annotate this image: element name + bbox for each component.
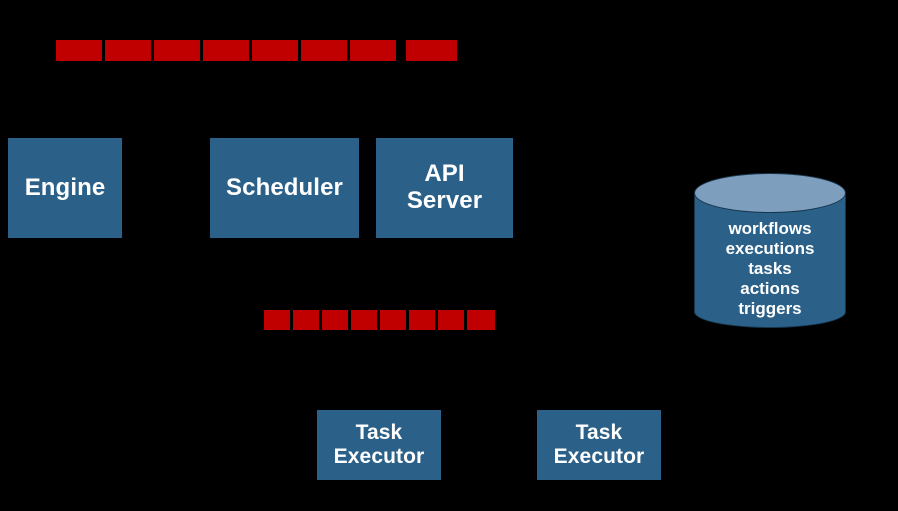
database-table-list: workflowsexecutionstasksactionstriggers [694,219,846,319]
redaction-segment [203,40,249,61]
redaction-segment [56,40,102,61]
node-label: Engine [25,175,106,202]
node-label: Scheduler [226,175,343,202]
redaction-segment [350,40,396,61]
redaction-segment [154,40,200,61]
node-label: Task Executor [334,421,425,468]
database-table-name: tasks [694,259,846,279]
database-table-name: executions [694,239,846,259]
redaction-gap [396,40,406,61]
database-table-name: actions [694,279,846,299]
node-task-executor-1[interactable]: Task Executor [317,410,441,480]
node-scheduler[interactable]: Scheduler [210,138,359,238]
node-task-executor-2[interactable]: Task Executor [537,410,661,480]
redaction-segment [105,40,151,61]
redaction-segment [293,310,319,330]
database-cylinder: workflowsexecutionstasksactionstriggers [694,173,846,328]
redaction-segment [467,310,495,330]
redaction-segment [264,310,290,330]
redaction-segment [438,310,464,330]
redaction-segment [322,310,348,330]
redaction-segment [301,40,347,61]
redacted-title-bar [56,40,457,61]
redaction-segment [351,310,377,330]
database-table-name: triggers [694,299,846,319]
redaction-segment [409,310,435,330]
redaction-segment [252,40,298,61]
node-api-server[interactable]: API Server [376,138,513,238]
redacted-middle-bar [264,310,495,330]
node-label: Task Executor [554,421,645,468]
node-engine[interactable]: Engine [8,138,122,238]
database-cylinder-top [694,173,846,213]
database-table-name: workflows [694,219,846,239]
redaction-segment [380,310,406,330]
redaction-segment [406,40,457,61]
node-label: API Server [407,161,482,215]
